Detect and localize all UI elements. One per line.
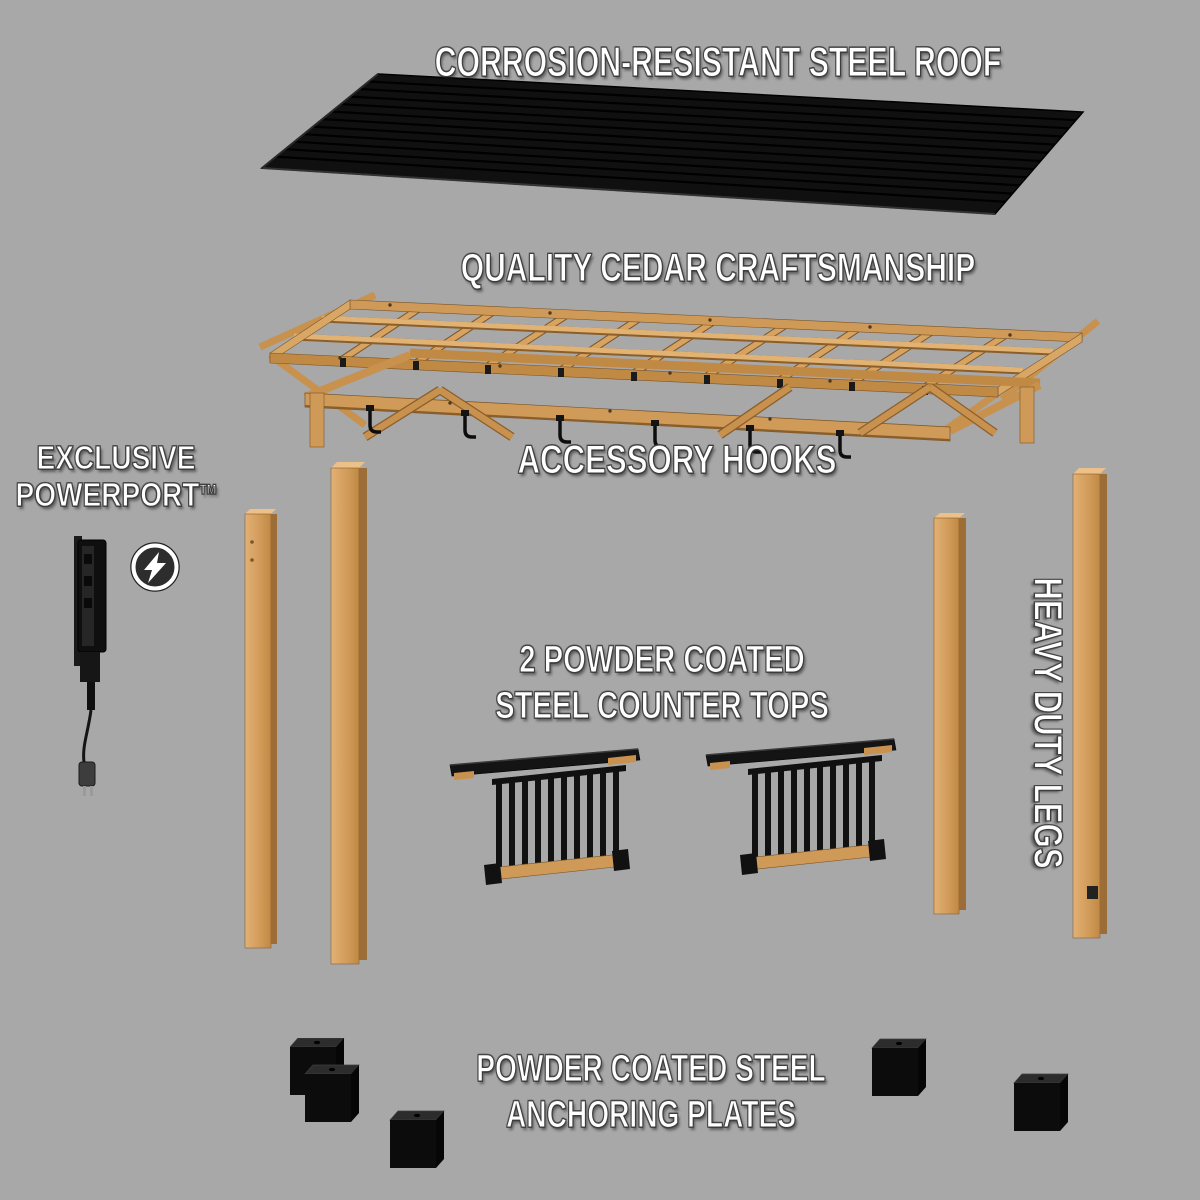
anchoring-line2: ANCHORING PLATES: [505, 1094, 797, 1137]
label-steel-roof: CORROSION-RESISTANT STEEL ROOF: [434, 37, 1002, 85]
outlets: [84, 554, 92, 608]
roof-rib-lines: [275, 80, 1077, 203]
roof-left-edge: [261, 73, 379, 169]
label-powerport: EXCLUSIVE POWERPORTTM: [15, 438, 217, 514]
strip-stem: [87, 682, 95, 710]
powerport-line2: POWERPORTTM: [15, 475, 217, 513]
counter-top-unit: [449, 748, 641, 885]
anchoring-line1: POWDER COATED STEEL: [476, 1047, 826, 1090]
counter-tops-line1: 2 POWDER COATED: [519, 638, 805, 681]
leg-post: [1072, 468, 1107, 939]
trademark-symbol: TM: [199, 480, 217, 498]
steel-roof-panel: [260, 73, 1085, 215]
label-counter-tops: 2 POWDER COATED STEEL COUNTER TOPS: [495, 637, 830, 730]
powerport-mount-plate: [1087, 886, 1098, 899]
hook: [463, 416, 476, 439]
leg-post: [330, 462, 367, 965]
hook: [368, 411, 381, 434]
steel-slats: [496, 771, 619, 868]
end-posts-and-braces: [309, 383, 1035, 448]
hook: [558, 421, 571, 444]
plug-prong: [90, 786, 93, 796]
powerport-strip: [74, 536, 107, 796]
rail-end-cap: [484, 863, 502, 885]
hook: [838, 436, 851, 459]
power-cord: [82, 709, 93, 763]
hook: [653, 426, 666, 449]
label-cedar-craftsmanship: QUALITY CEDAR CRAFTSMANSHIP: [460, 245, 976, 290]
rail-end-cap: [612, 849, 630, 871]
cedar-trim: [608, 755, 636, 765]
bolt-glyph: [144, 552, 166, 583]
cedar-roof-frame: [258, 291, 1101, 459]
counter-tops: [449, 738, 897, 885]
bolt-dots: [338, 303, 1012, 421]
power-strip-face: [82, 546, 94, 646]
cedar-trim: [454, 771, 474, 780]
lightning-bolt-icon: [130, 542, 180, 592]
roof-front-edge: [261, 167, 996, 215]
counter-tops-line2: STEEL COUNTER TOPS: [495, 685, 830, 728]
powerport-line1: EXCLUSIVE: [36, 438, 196, 476]
anchoring-plates: [290, 1038, 1069, 1169]
power-plug: [78, 761, 96, 787]
accessory-hooks: [366, 405, 851, 459]
purlin-beams: [293, 315, 1054, 375]
strip-base: [80, 652, 100, 682]
label-anchoring-plates: POWDER COATED STEEL ANCHORING PLATES: [476, 1046, 826, 1139]
plug-prong: [83, 786, 86, 796]
hook: [748, 431, 761, 454]
label-accessory-hooks: ACCESSORY HOOKS: [517, 437, 837, 482]
heavy-duty-legs: [244, 462, 1107, 965]
leg-post: [933, 513, 966, 915]
leg-post: [244, 509, 277, 949]
label-heavy-duty-legs: HEAVY DUTY LEGS: [1025, 577, 1070, 869]
